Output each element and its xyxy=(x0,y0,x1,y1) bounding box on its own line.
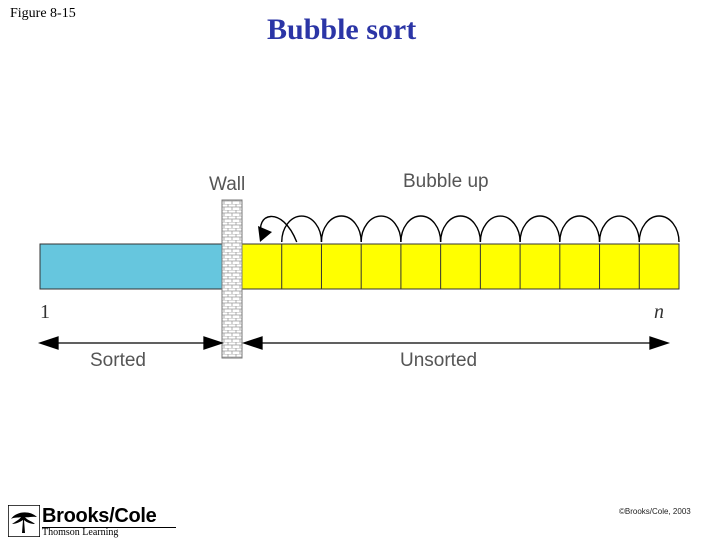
tree-icon xyxy=(8,505,40,537)
bubble-arc xyxy=(598,215,640,243)
wall-label: Wall xyxy=(209,174,245,195)
sorted-region xyxy=(39,243,223,290)
bubble-up-label: Bubble up xyxy=(403,171,489,192)
sorted-label: Sorted xyxy=(90,350,146,371)
logo-subtitle: Thomson Learning xyxy=(42,527,119,538)
copyright-notice: ©Brooks/Cole, 2003 xyxy=(619,507,691,516)
wall xyxy=(221,199,243,359)
bubble-arrowhead xyxy=(258,226,272,242)
bubble-arc xyxy=(559,215,601,243)
bubble-arc xyxy=(400,215,442,243)
bubble-up-arcs xyxy=(258,215,680,243)
bubble-arc xyxy=(479,215,521,243)
bubble-arc xyxy=(439,215,482,243)
bubble-arc xyxy=(519,215,561,243)
unsorted-span-arrow xyxy=(241,336,671,350)
slide-title: Bubble sort xyxy=(267,13,417,46)
bubble-arc xyxy=(281,215,323,243)
bubble-arc xyxy=(360,215,402,243)
bubble-arc xyxy=(320,215,362,243)
figure-label: Figure 8-15 xyxy=(10,6,76,21)
bubble-arc xyxy=(638,215,680,243)
sorted-span-arrow xyxy=(37,336,225,350)
logo-divider xyxy=(42,527,176,528)
logo-brand: Brooks/Cole xyxy=(42,505,157,527)
unsorted-label: Unsorted xyxy=(400,350,477,371)
unsorted-cell-dividers xyxy=(281,244,640,289)
unsorted-region xyxy=(241,243,680,290)
end-index-label: n xyxy=(654,301,664,323)
brooks-cole-logo: Brooks/Cole Thomson Learning xyxy=(8,505,178,539)
start-index-label: 1 xyxy=(40,301,50,323)
